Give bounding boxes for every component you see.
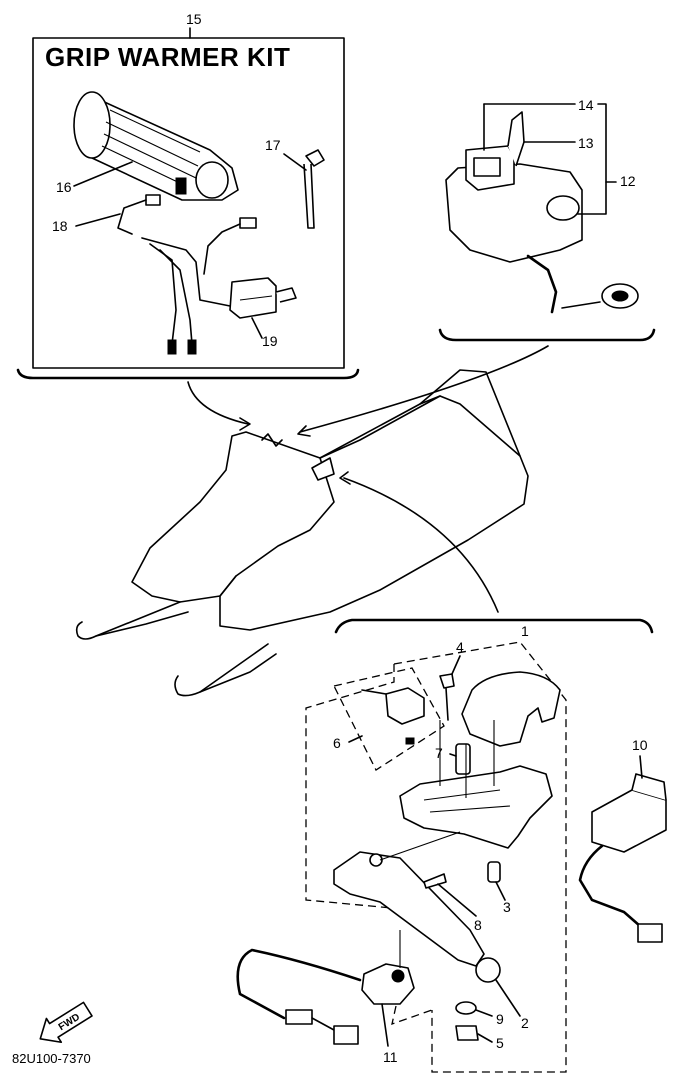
throttle-housing-assembly [438, 111, 656, 342]
callout-19: 19 [262, 333, 278, 349]
heater-element [261, 433, 283, 447]
callout-13: 13 [578, 135, 594, 151]
grip-warmer-switch [229, 277, 297, 319]
callout-6: 6 [333, 735, 341, 751]
callout-10: 10 [632, 737, 648, 753]
throttle-assembly-box: 1 [305, 618, 654, 1073]
callout-1: 1 [521, 623, 529, 639]
kit-title: GRIP WARMER KIT [45, 42, 290, 72]
snowmobile [75, 369, 529, 697]
fwd-arrow-icon: FWD [39, 1001, 93, 1044]
cable-tie [303, 149, 325, 229]
callout-16: 16 [56, 179, 72, 195]
callout-12: 12 [620, 173, 636, 189]
throttle-parts [236, 671, 667, 1045]
grip-warmer-kit-box: 15 GRIP WARMER KIT 16 17 [16, 11, 360, 380]
callout-14: 14 [578, 97, 594, 113]
callout-11: 11 [383, 1049, 398, 1065]
diagram-code: 82U100-7370 [12, 1051, 91, 1066]
callout-17: 17 [265, 137, 281, 153]
callout-8: 8 [474, 917, 482, 933]
callout-9: 9 [496, 1011, 504, 1027]
callout-15: 15 [186, 11, 202, 27]
callout-2: 2 [521, 1015, 529, 1031]
callout-5: 5 [496, 1035, 504, 1051]
heated-grip [73, 91, 239, 201]
callout-18: 18 [52, 218, 68, 234]
callout-7: 7 [435, 745, 443, 761]
callout-4: 4 [456, 639, 464, 655]
wire-harness [117, 194, 257, 355]
callout-3: 3 [503, 899, 511, 915]
